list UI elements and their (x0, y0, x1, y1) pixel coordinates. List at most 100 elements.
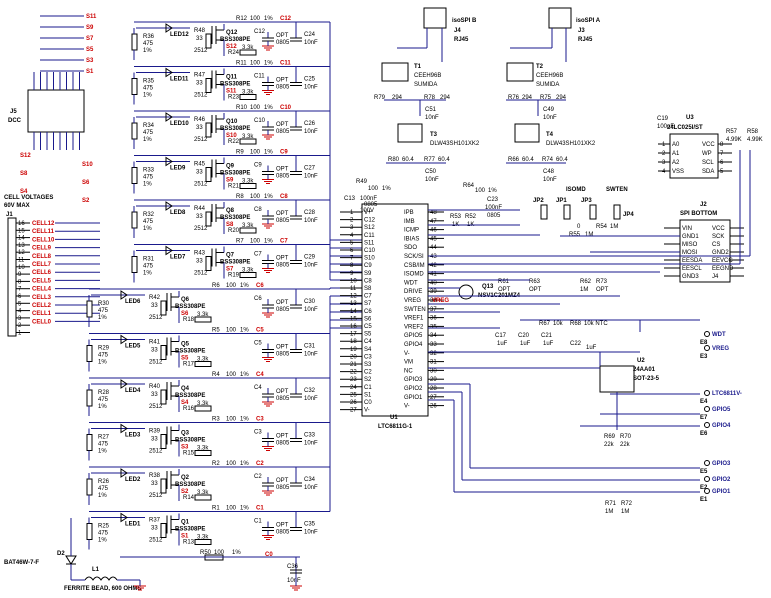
resistor-value: 475 (98, 308, 109, 314)
c20-val: 1uF (520, 341, 531, 347)
u3-right-pin-number: 8 (720, 142, 724, 148)
j1-pin-number: 14 (18, 236, 25, 242)
cell-net-label: C5 (256, 328, 264, 334)
r58-val: 4.99K (747, 137, 763, 143)
u1-left-pin-number: 24 (350, 385, 357, 391)
capacitor-ref: C11 (254, 74, 265, 80)
s-label: S6 (82, 180, 90, 186)
resistor-ref: R14 (183, 495, 195, 501)
resistor-tolerance: 1% (240, 328, 249, 334)
capacitor-value: 10nF (304, 441, 318, 447)
t4-part: DLW43SH101XK2 (546, 141, 596, 147)
capacitor-ref: C6 (254, 296, 262, 302)
j2-name: SPI BOTTOM (680, 211, 717, 217)
c20-ref: C20 (518, 333, 530, 339)
u1-right-pin-label: WDT (404, 280, 418, 286)
j1-pin-number: 7 (18, 287, 22, 293)
capacitor-value: OPT (276, 78, 289, 84)
mosfet-ref: Q10 (226, 119, 238, 125)
u1-right-pin-number: 47 (430, 219, 437, 225)
capacitor-value: OPT (276, 523, 289, 529)
u1-left-pin-label: S5 (364, 332, 372, 338)
u3-eeprom: U3 24LC025I/ST C19 100nF A01A12A23VSS4VC… (657, 115, 763, 179)
r76-ref: R76 (508, 95, 520, 101)
test-point-ref: E7 (700, 415, 708, 421)
jp1-label: JP1 (556, 198, 567, 204)
resistor-tolerance: 1% (143, 182, 152, 188)
resistor-tolerance: 1% (98, 449, 107, 455)
u1-left-pin-label: V- (364, 408, 370, 414)
r70-val: 22k (620, 442, 631, 448)
j2-left-pin-label: GND3 (682, 274, 699, 280)
u1-left-pin-label: C9 (364, 263, 372, 269)
u1-right-pin-number: 36 (430, 316, 437, 322)
r61-val: OPT (498, 287, 511, 293)
t3-ref: T3 (430, 132, 438, 138)
test-point-ref: E3 (700, 354, 708, 360)
r63-ref: R63 (529, 279, 541, 285)
u3-ref: U3 (686, 115, 694, 121)
u1-left-pin-number: 22 (350, 370, 357, 376)
resistor-ref: R33 (143, 168, 155, 174)
u3-left-pin-label: A2 (672, 160, 680, 166)
u1-right-pin-label: GPIO1 (404, 395, 423, 401)
r71-val: 1M (605, 509, 613, 515)
resistor-value: 33 (151, 303, 158, 309)
test-point-ref: E5 (700, 469, 708, 475)
resistor-ref: R24 (228, 50, 240, 56)
capacitor-ref: C32 (304, 388, 316, 394)
r73-val: OPT (596, 287, 609, 293)
capacitor-ref: C27 (304, 166, 316, 172)
u1-right-pin-label: GPIO5 (404, 333, 423, 339)
u1-right-pin-label: V- (404, 404, 410, 410)
c48-val: 10nF (543, 177, 557, 183)
r54-ref: R54 (596, 224, 608, 230)
vreg-net: VREG (432, 298, 449, 304)
resistor-value: 475 (143, 219, 154, 225)
u1-right-pin-label: SWTEN (404, 307, 426, 313)
r77-ref: R77 (424, 157, 436, 163)
resistor-ref: R23 (228, 95, 240, 101)
r66-val: 60.4 (522, 157, 534, 163)
resistor-tolerance: 1% (240, 372, 249, 378)
r49-val: 100 (368, 186, 379, 192)
u1-right-pin-number: 31 (430, 360, 437, 366)
u1-right-pin-number: 45 (430, 236, 437, 242)
l1-ref: L1 (92, 567, 100, 573)
resistor-value: 33 (151, 526, 158, 532)
u1-part: LTC6811G-1 (378, 424, 413, 430)
u1-right-pin-label: DRIVE (404, 289, 422, 295)
capacitor-value: 10nF (304, 530, 318, 536)
u1-right-pin-number: 34 (430, 333, 437, 339)
u1-left-pin-number: 26 (350, 400, 357, 406)
u1-left-pin-label: C12 (364, 218, 376, 224)
resistor-tolerance: 1% (264, 150, 273, 156)
r56-val: 0 (577, 224, 581, 230)
capacitor-value: OPT (276, 211, 289, 217)
capacitor-ref: C33 (304, 433, 316, 439)
s-label: S10 (82, 162, 93, 168)
cell-label: CELL11 (32, 229, 55, 235)
j1-pin-number: 16 (18, 221, 25, 227)
resistor-tolerance: 1% (264, 105, 273, 111)
cell-net-label: C8 (280, 194, 288, 200)
capacitor-size: 0805 (276, 218, 290, 224)
resistor-ref: R29 (98, 346, 110, 352)
c21-ref: C21 (541, 333, 553, 339)
capacitor-size: 0805 (276, 307, 290, 313)
u1-right-pin-number: 43 (430, 254, 437, 260)
test-point-label: GPIO5 (712, 407, 731, 413)
u2-pkg: SOT-23-5 (633, 376, 660, 382)
resistor-value: 33 (196, 125, 203, 131)
capacitor-value: 10nF (304, 307, 318, 313)
u1-left-pin-label: S11 (364, 240, 375, 246)
resistor-tolerance: 1% (264, 16, 273, 22)
mosfet-part: BSS308PE (220, 171, 250, 177)
s-label: S12 (20, 153, 31, 159)
test-point-label: GPIO1 (712, 489, 731, 495)
s-net-label: S11 (226, 89, 237, 95)
r71-ref: R71 (605, 501, 617, 507)
